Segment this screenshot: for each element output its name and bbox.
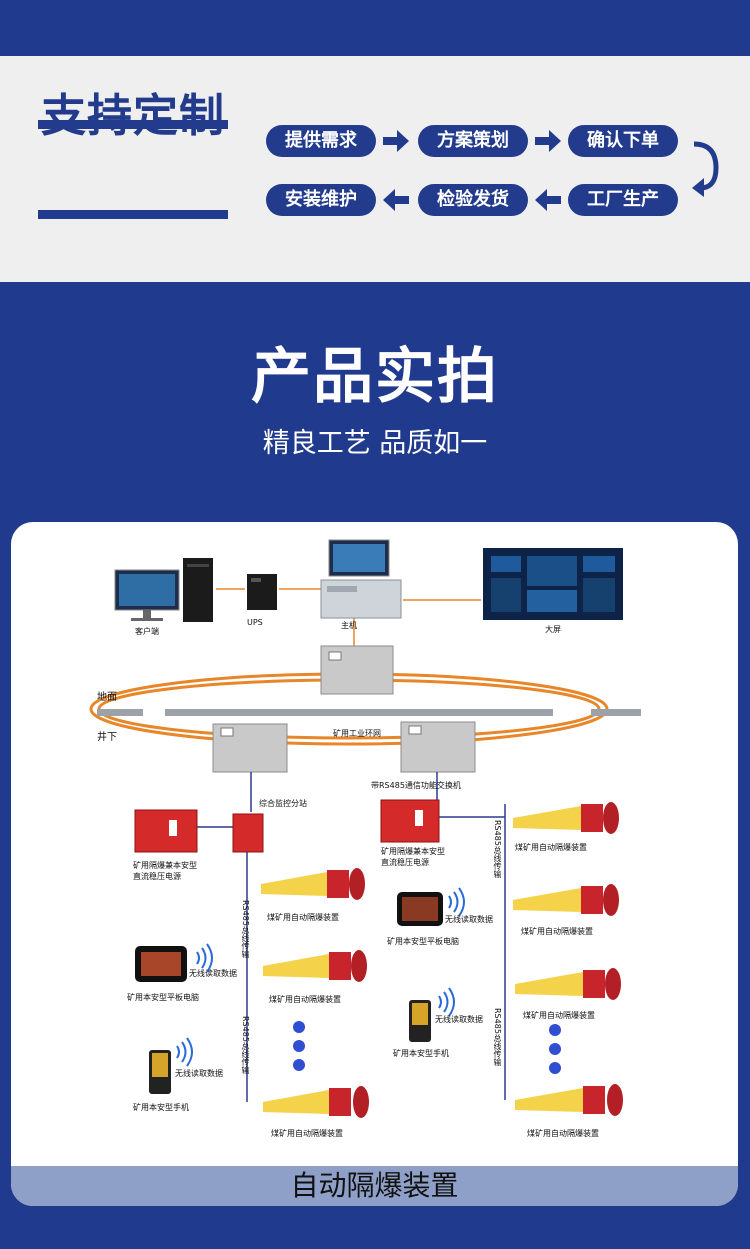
customize-title: 支持定制 <box>40 89 225 142</box>
ellipsis-dots-right <box>549 1024 561 1074</box>
showcase-subtitle: 精良工艺 品质如一 <box>262 428 488 459</box>
label-phone-left: 矿用本安型手机 <box>133 1103 189 1112</box>
label-power-right: 矿用隔爆兼本安型 直流稳压电源 <box>381 847 445 867</box>
system-diagram <box>89 539 641 1118</box>
title-bottom-bar <box>38 210 228 219</box>
device-left-2 <box>263 950 367 982</box>
phone-icon-left <box>149 1050 171 1094</box>
phone-icon-right <box>409 1000 431 1042</box>
label-tablet-right: 矿用本安型平板电脑 <box>387 937 459 946</box>
substation-switch-box <box>212 723 288 773</box>
label-power-left: 矿用隔爆兼本安型 直流稳压电源 <box>133 861 197 881</box>
step-6: 安装维护 <box>266 184 376 216</box>
device-left-3 <box>263 1086 369 1118</box>
power-supply-right <box>380 799 440 843</box>
device-left-1 <box>261 868 365 900</box>
label-underground: 井下 <box>97 732 117 743</box>
label-device-1: 煤矿用自动隔爆装置 <box>267 913 339 922</box>
device-right-1 <box>513 802 619 834</box>
step-2: 方案策划 <box>418 125 528 157</box>
label-rs485-left-2: RS485总线传输 <box>241 1016 250 1074</box>
showcase-title: 产品实拍 <box>251 342 499 412</box>
diagram-card: 客户端 UPS 主机 大屏 地面 井下 矿用工业环网 综合监控分站 带RS485… <box>11 522 738 1206</box>
device-right-4 <box>515 1084 623 1116</box>
label-wireless-4: 无线读取数据 <box>175 1069 223 1078</box>
label-device-4: 煤矿用自动隔爆装置 <box>515 843 587 852</box>
label-rs485-right-1: RS485总线传输 <box>493 820 502 878</box>
device-right-3 <box>515 968 621 1000</box>
label-host: 主机 <box>341 621 357 630</box>
step-5: 检验发货 <box>418 184 528 216</box>
substation-box <box>232 813 264 853</box>
label-rs485-left-1: RS485总线传输 <box>241 900 250 958</box>
arrow-left-icon <box>383 189 409 211</box>
top-switch-box <box>320 645 394 695</box>
step-4: 工厂生产 <box>568 184 678 216</box>
label-wireless-1: 无线读取数据 <box>189 969 237 978</box>
label-switch: 带RS485通信功能交换机 <box>371 781 461 790</box>
label-rs485-right-2: RS485总线传输 <box>493 1008 502 1066</box>
device-right-2 <box>513 884 619 916</box>
wifi-icon <box>176 887 465 1067</box>
client-computer-icon <box>114 558 213 622</box>
tablet-icon-right <box>397 892 443 926</box>
arrow-left-icon <box>535 189 561 211</box>
label-wireless-2: 无线读取数据 <box>445 915 493 924</box>
label-wireless-3: 无线读取数据 <box>435 1015 483 1024</box>
turn-down-arrow-icon <box>692 141 719 197</box>
power-supply-left <box>134 809 198 853</box>
host-computer-icon <box>320 539 402 619</box>
tablet-icon-left <box>135 946 187 982</box>
ups-icon <box>247 574 277 610</box>
step-1: 提供需求 <box>266 125 376 157</box>
label-screen: 大屏 <box>545 625 561 634</box>
diagram-caption: 自动隔爆装置 <box>11 1166 738 1206</box>
arrow-right-icon <box>383 130 409 152</box>
label-device-7: 煤矿用自动隔爆装置 <box>527 1129 599 1138</box>
label-device-2: 煤矿用自动隔爆装置 <box>269 995 341 1004</box>
big-screen-icon <box>483 548 623 620</box>
customize-section <box>0 56 750 282</box>
label-substation: 综合监控分站 <box>259 799 307 808</box>
label-device-3: 煤矿用自动隔爆装置 <box>271 1129 343 1138</box>
label-device-5: 煤矿用自动隔爆装置 <box>521 927 593 936</box>
label-ground: 地面 <box>97 692 117 703</box>
title-top-bar <box>38 120 228 129</box>
ellipsis-dots-left <box>293 1021 305 1071</box>
label-device-6: 煤矿用自动隔爆装置 <box>523 1011 595 1020</box>
arrow-right-icon <box>535 130 561 152</box>
step-3: 确认下单 <box>568 125 678 157</box>
label-tablet-left: 矿用本安型平板电脑 <box>127 993 199 1002</box>
label-phone-right: 矿用本安型手机 <box>393 1049 449 1058</box>
top-band <box>0 0 750 56</box>
label-ring: 矿用工业环网 <box>333 729 381 738</box>
rs485-switch-box <box>400 721 476 773</box>
label-client: 客户端 <box>135 627 159 636</box>
label-ups: UPS <box>247 618 263 627</box>
